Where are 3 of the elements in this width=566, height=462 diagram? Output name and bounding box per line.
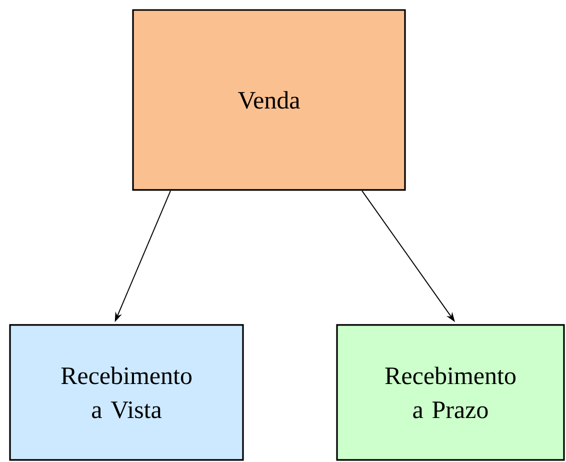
process-box: Recebimento a Vista	[9, 324, 244, 461]
process-box: Venda	[132, 9, 406, 191]
process-box: Recebimento a Prazo	[336, 324, 565, 461]
